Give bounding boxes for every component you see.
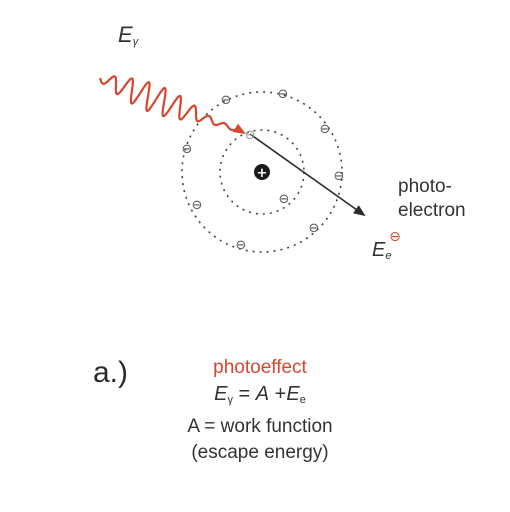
- photoelectron-label: photo- electron: [398, 175, 466, 223]
- caption-equation: Eγ = A +Ee: [214, 383, 306, 406]
- electron: ⊖: [245, 128, 256, 143]
- electron: ⊖: [192, 198, 203, 213]
- electron: ⊖: [278, 87, 289, 102]
- electrons: ⊖ ⊖ ⊖ ⊖ ⊖ ⊖ ⊖ ⊖ ⊖ ⊖ ⊖: [182, 87, 401, 253]
- electron: ⊖: [334, 169, 345, 184]
- nucleus-plus-glyph: +: [257, 166, 268, 181]
- caption-escape-energy: (escape energy): [191, 442, 329, 463]
- caption-title: photoeffect: [213, 357, 307, 378]
- caption-work-function: A = work function: [187, 416, 333, 437]
- electron-trajectory-arrow: [249, 133, 366, 217]
- electron: ⊖: [309, 221, 320, 236]
- electron: ⊖: [279, 192, 290, 207]
- electron-energy-label: Ee: [372, 239, 392, 262]
- electron: ⊖: [236, 238, 247, 253]
- nucleus: [254, 164, 270, 180]
- electron: ⊖: [182, 142, 193, 157]
- outer-shell: [181, 91, 343, 253]
- electron: ⊖: [221, 93, 232, 108]
- photon-energy-label: Eγ: [118, 22, 139, 48]
- ejected-electron: ⊖: [389, 229, 401, 245]
- photon-wave: [98, 75, 246, 135]
- photoelectron-label-line2: electron: [398, 200, 466, 221]
- panel-label: a.): [93, 356, 129, 389]
- caption: photoeffect Eγ = A +Ee A = work function…: [150, 354, 370, 466]
- photoelectron-label-line1: photo-: [398, 176, 452, 197]
- electron: ⊖: [320, 122, 331, 137]
